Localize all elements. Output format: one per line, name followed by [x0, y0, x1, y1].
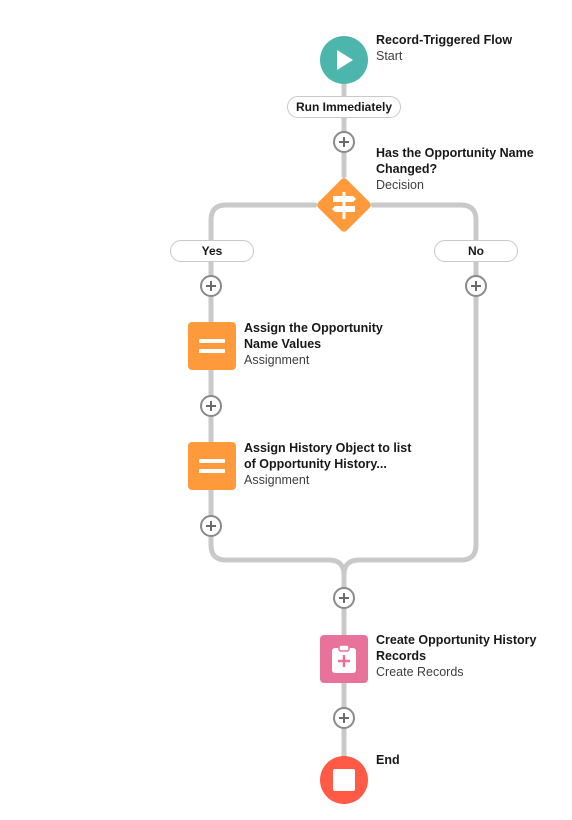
start-subtitle: Start — [376, 49, 403, 63]
decision-subtitle: Decision — [376, 178, 424, 192]
equals-icon — [199, 339, 225, 353]
plus-icon — [206, 281, 216, 291]
add-element-button[interactable] — [200, 515, 222, 537]
decision-node-label: Has the Opportunity Name Changed? Decisi… — [376, 145, 566, 193]
start-node[interactable] — [320, 36, 368, 84]
create-records-subtitle: Create Records — [376, 665, 464, 679]
plus-icon — [206, 401, 216, 411]
assignment-node-2[interactable] — [188, 442, 236, 490]
run-immediately-pill[interactable]: Run Immediately — [287, 96, 401, 118]
plus-icon — [339, 593, 349, 603]
decision-node[interactable] — [315, 176, 373, 234]
add-element-button[interactable] — [200, 395, 222, 417]
assignment-node-1[interactable] — [188, 322, 236, 370]
start-node-label: Record-Triggered Flow Start — [376, 32, 572, 64]
stop-icon — [333, 769, 355, 791]
assignment-2-title: Assign History Object to list of Opportu… — [244, 441, 412, 471]
end-node[interactable] — [320, 756, 368, 804]
start-title: Record-Triggered Flow — [376, 33, 513, 47]
add-element-button[interactable] — [200, 275, 222, 297]
branch-no-pill[interactable]: No — [434, 240, 518, 262]
assignment-2-subtitle: Assignment — [244, 473, 310, 487]
create-records-label: Create Opportunity History Records Creat… — [376, 632, 566, 680]
plus-icon — [206, 521, 216, 531]
add-element-button[interactable] — [465, 275, 487, 297]
create-records-title: Create Opportunity History Records — [376, 633, 537, 663]
branch-yes-pill[interactable]: Yes — [170, 240, 254, 262]
create-records-node[interactable] — [320, 635, 368, 683]
assignment-1-subtitle: Assignment — [244, 353, 310, 367]
assignment-1-label: Assign the Opportunity Name Values Assig… — [244, 320, 404, 368]
assignment-2-label: Assign History Object to list of Opportu… — [244, 440, 424, 488]
plus-icon — [471, 281, 481, 291]
end-node-label: End — [376, 752, 572, 768]
equals-icon — [199, 459, 225, 473]
add-element-button[interactable] — [333, 587, 355, 609]
assignment-1-title: Assign the Opportunity Name Values — [244, 321, 383, 351]
decision-title: Has the Opportunity Name Changed? — [376, 146, 534, 176]
play-icon — [337, 50, 353, 70]
signpost-icon — [317, 178, 371, 232]
end-title: End — [376, 753, 400, 767]
clipboard-plus-icon — [332, 644, 356, 673]
plus-icon — [339, 713, 349, 723]
add-element-button[interactable] — [333, 707, 355, 729]
add-element-button[interactable] — [333, 131, 355, 153]
plus-icon — [339, 137, 349, 147]
